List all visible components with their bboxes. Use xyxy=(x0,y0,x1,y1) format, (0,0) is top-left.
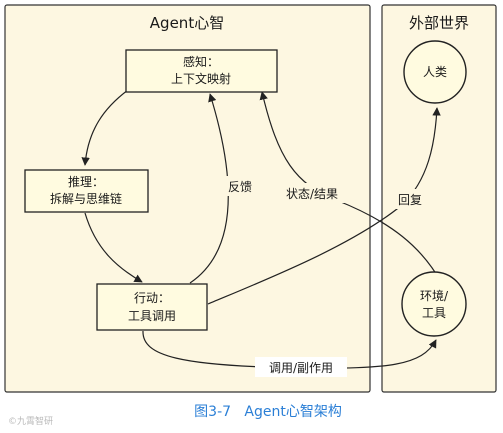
edge-reasoning-to-action xyxy=(84,212,143,283)
node-perception-line1: 感知： xyxy=(183,54,219,69)
edge-action-to-perception-feedback xyxy=(189,93,229,284)
external-world-title: 外部世界 xyxy=(409,14,469,32)
node-reasoning-line2: 拆解与思维链 xyxy=(50,191,122,206)
agent-mind-panel: Agent心智 xyxy=(4,4,371,393)
node-environment: 环境/ 工具 xyxy=(401,271,467,337)
edge-label-state-result: 状态/结果 xyxy=(286,187,338,201)
node-perception-line2: 上下文映射 xyxy=(171,71,231,86)
edge-action-to-human-reply xyxy=(207,107,441,305)
node-human: 人类 xyxy=(403,40,467,104)
figure-caption: 图3-7 Agent心智架构 xyxy=(194,404,342,420)
edge-label-call-side-effect: 调用/副作用 xyxy=(269,361,333,375)
edge-label-feedback: 反馈 xyxy=(228,180,252,194)
agent-mind-title: Agent心智 xyxy=(150,14,224,32)
node-action: 行动： 工具调用 xyxy=(96,283,208,331)
node-perception: 感知： 上下文映射 xyxy=(125,49,278,93)
node-action-line2: 工具调用 xyxy=(128,309,176,323)
edge-label-reply: 回复 xyxy=(398,193,422,207)
node-human-line1: 人类 xyxy=(423,65,447,79)
node-reasoning: 推理： 拆解与思维链 xyxy=(24,169,149,213)
node-reasoning-line1: 推理： xyxy=(68,175,104,189)
edge-perception-to-reasoning xyxy=(81,89,129,166)
watermark-text: ©九霄智研 xyxy=(8,415,53,427)
node-environment-line1: 环境/ xyxy=(420,288,449,303)
edge-labels: 反馈 状态/结果 回复 调用/副作用 xyxy=(223,176,428,377)
node-action-line1: 行动： xyxy=(134,291,170,305)
node-environment-line2: 工具 xyxy=(422,306,446,320)
